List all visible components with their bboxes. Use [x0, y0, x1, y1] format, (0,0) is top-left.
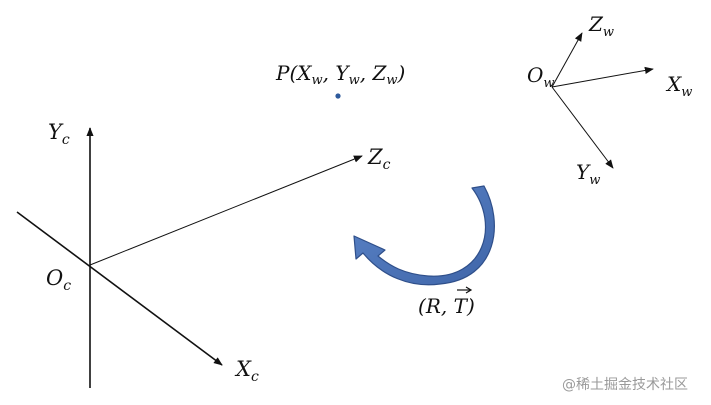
camera-z-label: Zc: [367, 145, 391, 173]
transform-arrow: (R, T): [353, 185, 495, 318]
world-y-label: Yw: [576, 160, 600, 188]
transform-label: (R, T): [418, 294, 475, 318]
curved-arrow-icon: [353, 185, 495, 286]
camera-z-axis: [89, 155, 363, 266]
world-x-label: Xw: [665, 72, 692, 100]
camera-x-label: Xc: [234, 357, 259, 385]
camera-frame: Yc Xc Zc Oc: [16, 120, 391, 388]
point-label: P(Xw, Yw, Zw): [275, 61, 405, 88]
world-frame: Zw Xw Yw Ow: [527, 12, 692, 188]
camera-origin-label: Oc: [46, 266, 71, 294]
camera-y-label: Yc: [48, 120, 70, 148]
world-origin-label: Ow: [527, 63, 555, 91]
world-x-axis: [551, 66, 654, 88]
watermark: @稀土掘金技术社区: [562, 377, 688, 393]
world-z-axis: [551, 32, 583, 88]
camera-x-axis: [16, 211, 223, 366]
point-marker: [335, 93, 341, 99]
vector-arrow-icon: [457, 286, 473, 294]
world-y-axis: [551, 86, 614, 169]
world-z-label: Zw: [588, 12, 614, 40]
world-point: P(Xw, Yw, Zw): [275, 61, 405, 99]
